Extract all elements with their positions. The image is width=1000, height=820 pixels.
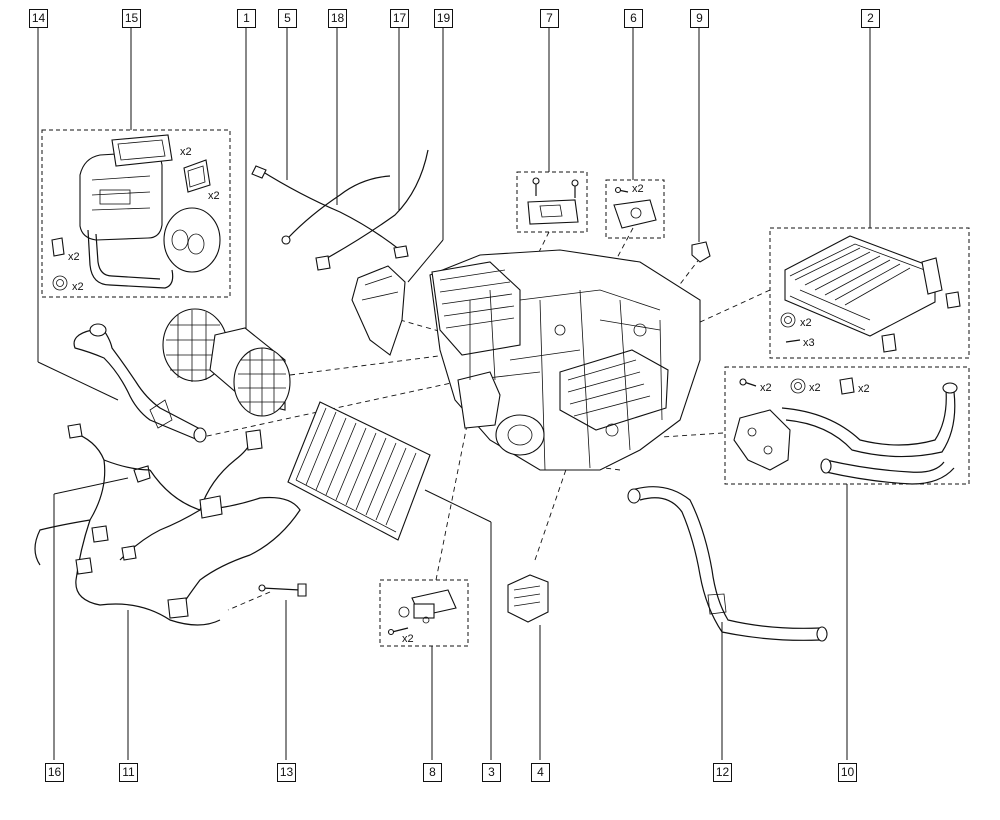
air-mix-actuator: [527, 177, 579, 225]
callout-12: 12: [713, 763, 732, 782]
fixing-clip: [691, 241, 711, 263]
heater-hose-kit: x2 x2 x2: [733, 377, 958, 485]
cabin-filter: [287, 401, 431, 541]
qty-label: x2: [180, 146, 192, 158]
callout-5: 5: [278, 9, 297, 28]
qty-label: x2: [760, 382, 772, 394]
qty-label: x2: [208, 190, 220, 202]
callout-4: 4: [531, 763, 550, 782]
air-inlet-housing-kit: x2 x2 x2 x2: [51, 134, 221, 293]
drain-hose: [627, 486, 828, 642]
leader-lines: [37, 28, 871, 760]
air-duct-hose: [73, 323, 207, 443]
qty-label: x2: [632, 183, 644, 195]
callout-16: 16: [45, 763, 64, 782]
kit-box-8: [379, 579, 469, 647]
qty-label: x2: [800, 317, 812, 329]
air-guide-duct: [351, 265, 406, 356]
kit-box-6: [605, 179, 665, 239]
kit-box-2: [769, 227, 970, 359]
control-cables: [251, 149, 429, 271]
mode-actuator: x2: [613, 183, 657, 229]
callout-7: 7: [540, 9, 559, 28]
callout-3: 3: [482, 763, 501, 782]
qty-label: x3: [803, 337, 815, 349]
callout-13: 13: [277, 763, 296, 782]
callout-19: 19: [434, 9, 453, 28]
hvac-housing: [429, 249, 701, 471]
kit-box-7: [516, 171, 588, 233]
resistor-kit: x2: [387, 589, 457, 645]
callout-17: 17: [390, 9, 409, 28]
blower-motor: [162, 308, 291, 417]
callout-6: 6: [624, 9, 643, 28]
kit-box-15: [41, 129, 231, 298]
callout-18: 18: [328, 9, 347, 28]
qty-label: x2: [809, 382, 821, 394]
callout-2: 2: [861, 9, 880, 28]
callout-11: 11: [119, 763, 138, 782]
qty-label: x2: [858, 383, 870, 395]
callout-9: 9: [690, 9, 709, 28]
kit-box-10: [724, 366, 970, 485]
callout-8: 8: [423, 763, 442, 782]
qty-label: x2: [68, 251, 80, 263]
callout-1: 1: [237, 9, 256, 28]
qty-label: x2: [402, 633, 414, 645]
heater-core: x2 x3: [780, 235, 961, 353]
qty-label: x2: [72, 281, 84, 293]
wiring-harness: [34, 423, 301, 626]
callout-10: 10: [838, 763, 857, 782]
callout-14: 14: [29, 9, 48, 28]
temperature-sensor: [258, 583, 307, 597]
callout-15: 15: [122, 9, 141, 28]
blower-resistor: [507, 574, 549, 623]
